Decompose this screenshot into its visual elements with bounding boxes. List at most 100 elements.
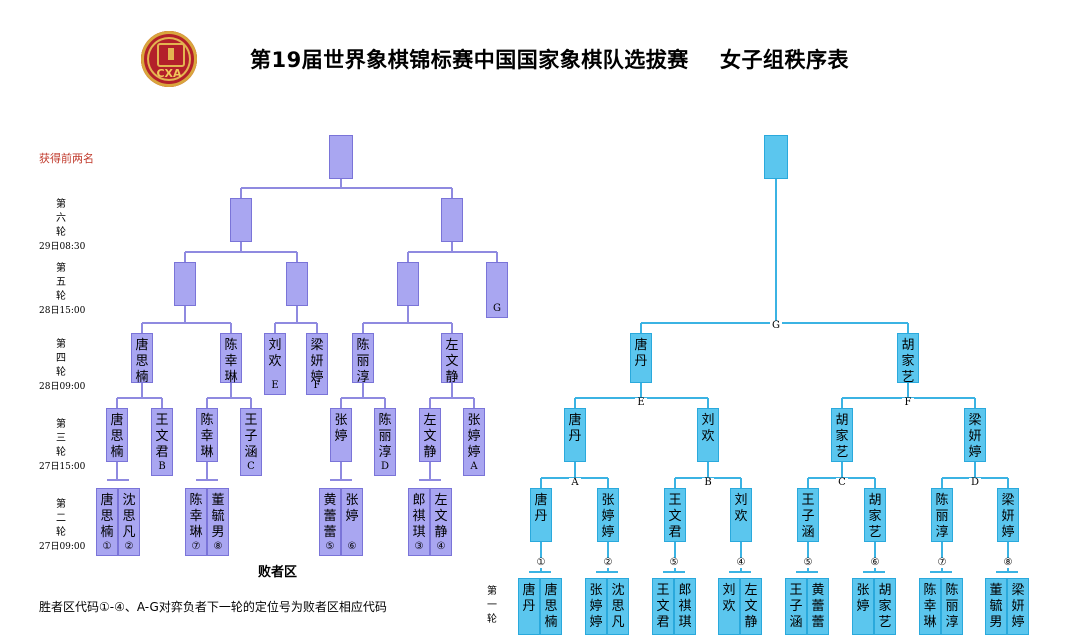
match-code: ⑥ <box>869 557 881 568</box>
round-name: 第一轮 <box>487 586 497 625</box>
bracket-box: 左文静 <box>441 333 463 385</box>
bracket-box: 陈幸琳 <box>220 333 242 385</box>
round-time: 29日08:30 <box>39 242 86 252</box>
match-code: ⑤ <box>668 557 680 568</box>
player-name: 董毓男 <box>211 493 225 540</box>
player-name: 陈幸琳 <box>189 493 203 540</box>
player-name: 刘欢 <box>734 493 748 524</box>
player-name: 张婷 <box>856 583 870 614</box>
round-time: 28日09:00 <box>39 382 86 392</box>
player-name: 张婷婷 <box>601 493 615 540</box>
round-name: 第六轮 <box>56 199 66 238</box>
match-code: B <box>702 478 714 488</box>
match-code: ⑦ <box>936 557 948 568</box>
match-code: ① <box>535 557 547 568</box>
player-name: 黄蕾蕾 <box>323 493 337 540</box>
player-name: 刘欢 <box>701 413 715 444</box>
round-label-first: 第一轮 <box>470 585 514 627</box>
match-code: A <box>569 478 581 488</box>
bracket-box: 唐思楠 <box>540 578 562 635</box>
player-name: 刘欢 <box>722 583 736 614</box>
bracket-box: G <box>486 262 508 318</box>
position-code: ① <box>102 541 112 552</box>
bracket-box: 王子涵 <box>797 488 819 542</box>
position-code: ⑧ <box>213 541 223 552</box>
player-name: 王子涵 <box>789 583 803 630</box>
bracket-box <box>174 262 196 306</box>
player-name: 张婷婷 <box>589 583 603 630</box>
bracket-box: 张婷婷 <box>597 488 619 542</box>
chess-seal-icon <box>157 43 185 67</box>
player-name: 左文静 <box>445 338 459 385</box>
logo-text: CXA <box>156 67 182 80</box>
player-name: 梁妍婷 <box>1001 493 1015 540</box>
player-name: 唐丹 <box>522 583 536 614</box>
player-name: 唐丹 <box>534 493 548 524</box>
bracket-box: 沈思凡 <box>607 578 629 635</box>
bracket-box: 梁妍婷 <box>964 408 986 462</box>
round-time: 27日09:00 <box>39 542 86 552</box>
round-name: 第三轮 <box>56 419 66 458</box>
player-name: 王文君 <box>155 413 169 460</box>
bracket-box: 张婷 ⑥ <box>341 488 363 556</box>
match-code: D <box>969 477 981 488</box>
position-code: ⑦ <box>191 541 201 552</box>
bracket-box <box>329 135 353 179</box>
player-name: 张婷 <box>345 493 359 524</box>
match-code: G <box>770 320 782 331</box>
player-name: 唐丹 <box>568 413 582 444</box>
player-name: 唐丹 <box>634 338 648 369</box>
bracket-box: 陈丽淳 <box>931 488 953 542</box>
bracket-box: 左文静 <box>740 578 762 635</box>
bracket-box: 刘欢 <box>718 578 740 635</box>
player-name: 陈幸琳 <box>200 413 214 460</box>
bracket-box: 陈丽淳 <box>352 333 374 385</box>
position-code: G <box>493 303 501 314</box>
player-name: 王子涵 <box>244 413 258 460</box>
player-name: 胡家艺 <box>868 493 882 540</box>
player-name: 陈丽淳 <box>356 338 370 385</box>
top-note: 获得前两名 <box>39 152 94 165</box>
match-code: F <box>902 398 914 408</box>
player-name: 左文静 <box>434 493 448 540</box>
position-code: F <box>313 380 321 391</box>
player-name: 王子涵 <box>801 493 815 540</box>
player-name: 左文静 <box>744 583 758 630</box>
bracket-box: 胡家艺 <box>897 333 919 385</box>
player-name: 陈幸琳 <box>224 338 238 385</box>
position-code: E <box>271 380 279 391</box>
player-name: 唐思楠 <box>544 583 558 630</box>
bracket-box <box>286 262 308 306</box>
bracket-box: 刘欢 <box>697 408 719 462</box>
bracket-box: 左文静 <box>419 408 441 462</box>
player-name: 胡家艺 <box>835 413 849 460</box>
cxa-logo: CXA <box>141 31 197 87</box>
bracket-box: 梁妍婷 <box>997 488 1019 542</box>
player-name: 郎祺琪 <box>678 583 692 630</box>
match-code: E <box>635 398 647 408</box>
bracket-box <box>764 135 788 179</box>
player-name: 张婷 <box>334 413 348 444</box>
position-code: ⑤ <box>325 541 335 552</box>
position-code: ③ <box>414 541 424 552</box>
player-name: 陈丽淳 <box>945 583 959 630</box>
player-name: 唐思楠 <box>100 493 114 540</box>
bracket-box: 陈幸琳 <box>919 578 941 635</box>
bracket-box: 唐丹 <box>564 408 586 462</box>
player-name: 左文静 <box>423 413 437 460</box>
player-name: 唐思楠 <box>110 413 124 460</box>
position-code: C <box>247 461 255 472</box>
player-name: 陈幸琳 <box>923 583 937 630</box>
player-name: 董毓男 <box>989 583 1003 630</box>
position-code: ⑥ <box>347 541 357 552</box>
round-name: 第四轮 <box>56 339 66 378</box>
